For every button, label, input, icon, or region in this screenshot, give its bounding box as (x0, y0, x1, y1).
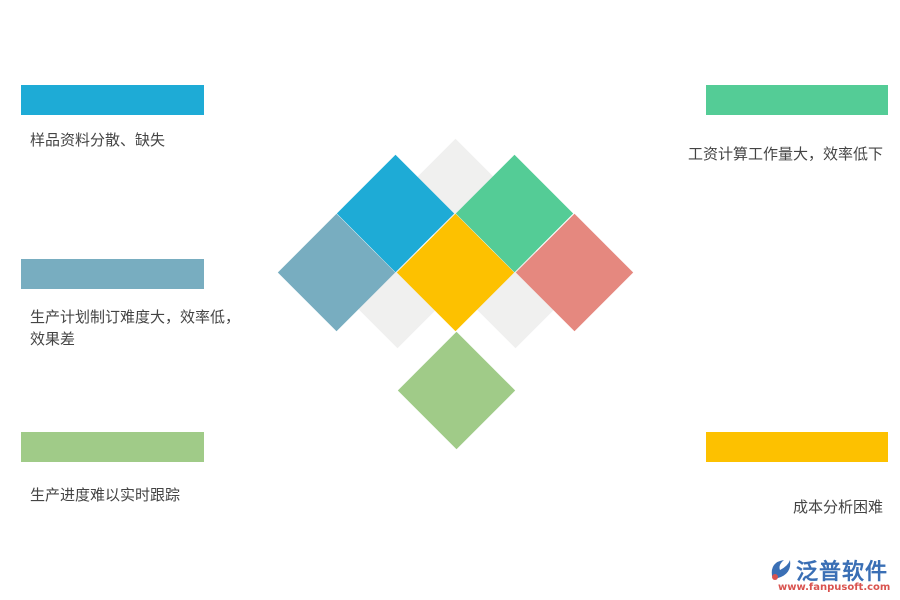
label-production-plan: 生产计划制订难度大，效率低， 效果差 (30, 306, 240, 350)
label-production-plan-line1: 生产计划制订难度大，效率低， (30, 308, 241, 326)
fanpu-logo: 泛普软件 www.fanpusoft.com (768, 554, 893, 598)
diamond-lightgreen (397, 331, 516, 450)
label-wage-calc: 工资计算工作量大，效率低下 (687, 145, 883, 163)
color-bar-sample-data (21, 85, 204, 115)
color-bar-progress-tracking (21, 432, 204, 462)
logo-url: www.fanpusoft.com (778, 582, 891, 593)
logo-name: 泛普软件 (796, 560, 889, 585)
color-bar-wage-calc (706, 85, 888, 115)
label-production-plan-line2: 效果差 (30, 330, 76, 348)
fanpu-logo-icon (771, 560, 791, 580)
color-bar-production-plan (21, 259, 204, 289)
label-cost-analysis: 成本分析困难 (792, 498, 883, 516)
color-bar-cost-analysis (706, 432, 888, 462)
label-progress-tracking: 生产进度难以实时跟踪 (30, 486, 181, 504)
label-sample-data: 样品资料分散、缺失 (30, 131, 166, 149)
